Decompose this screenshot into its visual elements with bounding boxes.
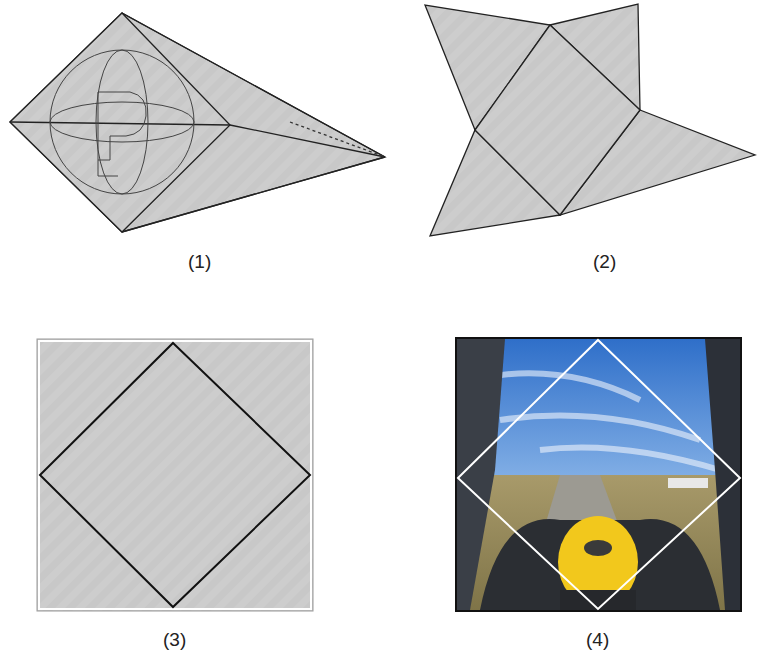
packed-square — [37, 339, 313, 611]
photo-frame — [456, 338, 741, 611]
pyramid-figure — [10, 13, 385, 232]
panel-number: (4) — [586, 629, 609, 651]
unfolded-net — [425, 4, 755, 236]
panel-number: (3) — [163, 629, 186, 651]
panel-number: (2) — [593, 251, 616, 273]
panel-number: (1) — [188, 251, 211, 273]
